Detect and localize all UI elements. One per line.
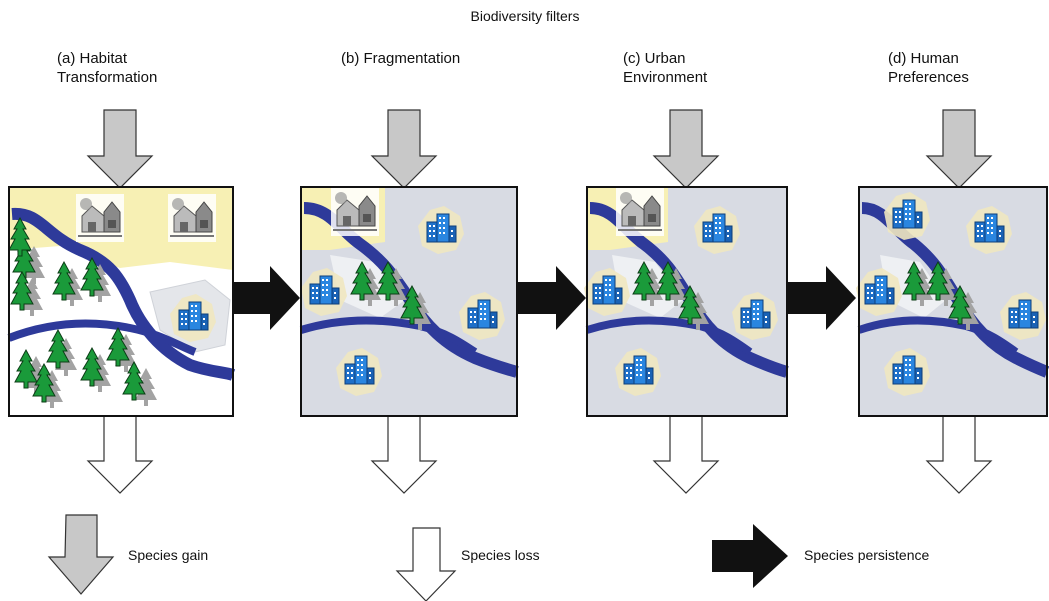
- filter-c-label-line1: (c) Urban: [623, 50, 686, 67]
- legend-persistence: Species persistence: [712, 524, 930, 588]
- farmhouse-icon: [330, 187, 380, 237]
- legend-gain-label: Species gain: [128, 547, 208, 563]
- filter-d-label-line1: (d) Human: [888, 50, 959, 67]
- panel-urban-environment: [583, 186, 789, 417]
- legend-loss-label: Species loss: [461, 547, 540, 563]
- legend: Species gain Species loss Species persis…: [47, 514, 930, 601]
- diagram-title: Biodiversity filters: [471, 8, 580, 24]
- legend-gain: Species gain: [47, 514, 208, 595]
- filter-a-label-line1: (a) Habitat: [57, 50, 128, 67]
- panel-habitat-transformation: [7, 186, 236, 417]
- farmhouse-icon: [75, 193, 125, 243]
- persistence-arrow-ab: [231, 266, 300, 330]
- filter-d-label-line2: Preferences: [888, 69, 969, 86]
- farmhouse-icon: [167, 193, 217, 243]
- legend-persistence-label: Species persistence: [804, 547, 930, 563]
- loss-arrow-b: [371, 414, 437, 494]
- loss-arrow-a: [87, 414, 153, 494]
- gain-arrow-a: [87, 109, 153, 189]
- persistence-arrow-bc: [517, 266, 586, 330]
- filter-b-label-line1: (b) Fragmentation: [341, 50, 460, 67]
- loss-arrow-d: [926, 414, 992, 494]
- gain-arrow-d: [926, 109, 992, 189]
- river-icon: [11, 207, 236, 381]
- filter-a-label-line2: Transformation: [57, 69, 157, 86]
- filter-c-label-line2: Environment: [623, 69, 708, 86]
- gain-arrow-b: [371, 109, 437, 189]
- panel-human-preferences: [855, 186, 1049, 417]
- persistence-arrow-cd: [787, 266, 856, 330]
- gain-arrow-c: [653, 109, 719, 189]
- panel-fragmentation: [299, 186, 519, 417]
- loss-arrow-c: [653, 414, 719, 494]
- legend-loss: Species loss: [395, 527, 540, 601]
- farmhouse-icon: [615, 187, 665, 237]
